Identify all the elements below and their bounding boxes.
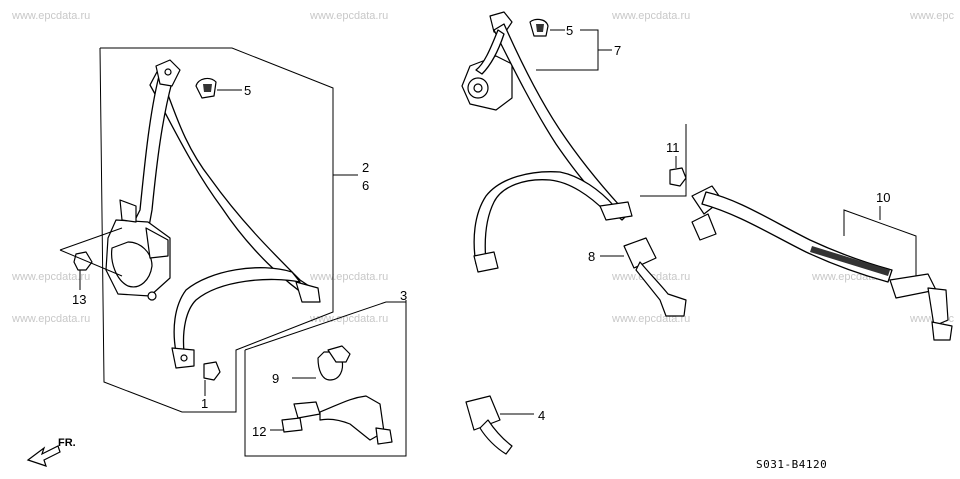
watermark: www.epc	[910, 10, 955, 22]
front-direction-label: FR.	[58, 437, 76, 449]
diagram-code: S031-B4120	[756, 458, 827, 471]
watermark: www.epcdata.ru	[612, 10, 691, 22]
watermark: www.epcdata.ru	[12, 313, 91, 325]
callout-10: 9	[272, 371, 279, 386]
callout-5-rear-clip: 5	[566, 23, 573, 38]
callout-13: 13	[72, 292, 86, 307]
rear-center-lap-belt	[691, 185, 953, 341]
watermark: www.epcdata.ru	[310, 271, 389, 283]
callout-5-front-clip: 5	[244, 83, 251, 98]
rear-seat-belt-assembly	[461, 11, 633, 273]
callout-7: 7	[614, 43, 621, 58]
callout-9: 10	[876, 190, 890, 205]
callout-4: 4	[538, 408, 545, 423]
watermark: www.epcdata.ru	[12, 10, 91, 22]
watermark: www.epcdata.ru	[310, 10, 389, 22]
callout-8: 8	[588, 249, 595, 264]
rear-side-buckle	[465, 395, 513, 455]
front-seat-belt-assembly	[59, 47, 334, 413]
front-direction-arrow: FR.	[26, 437, 76, 467]
callout-1: 1	[201, 396, 208, 411]
rear-center-buckle	[623, 237, 687, 317]
callout-6: 6	[362, 178, 369, 193]
callout-3: 3	[400, 288, 407, 303]
callout-12: 12	[252, 424, 266, 439]
callout-11: 11	[666, 140, 680, 155]
watermark: www.epcdata.ru	[12, 271, 91, 283]
callout-2: 2	[362, 160, 369, 175]
watermark: www.epcdata.ru	[310, 313, 389, 325]
front-buckle-assembly	[244, 301, 407, 457]
